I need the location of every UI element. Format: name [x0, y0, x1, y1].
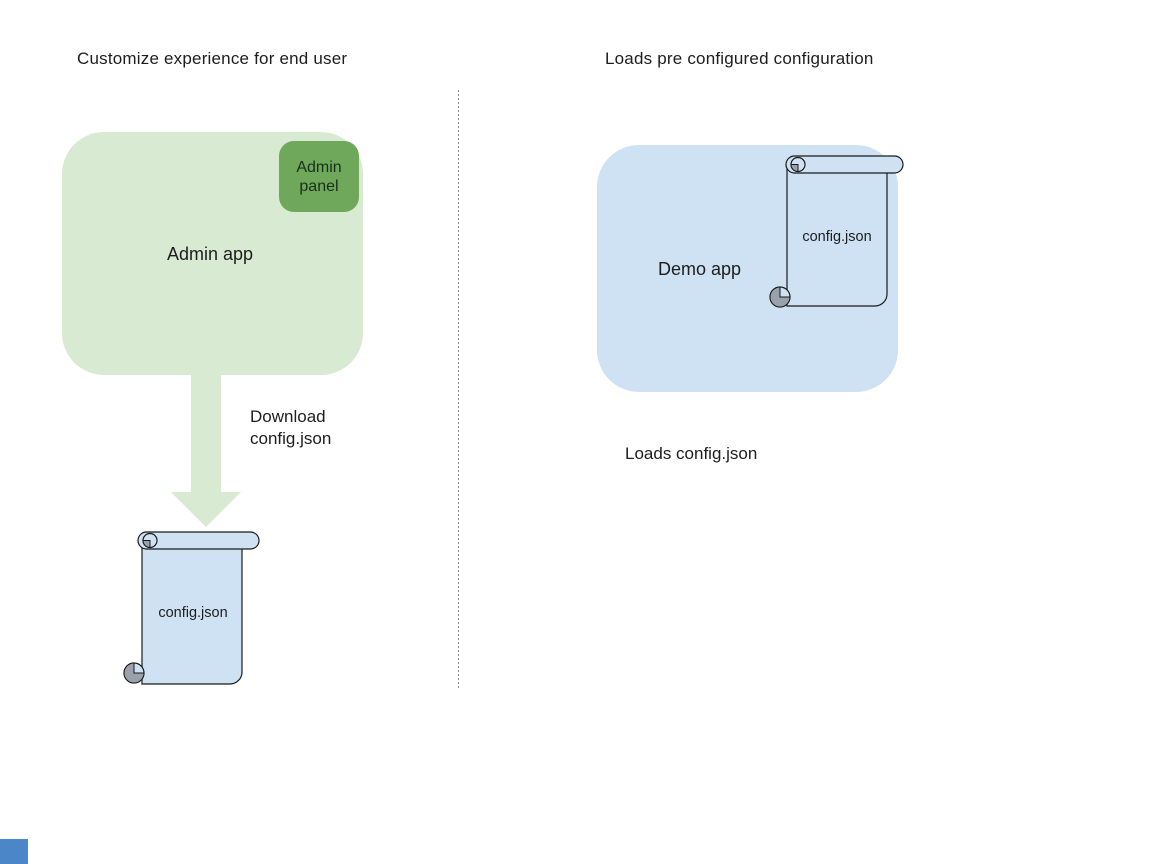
admin-panel-label: Admin panel [296, 158, 342, 195]
config-scroll-right-icon [769, 155, 904, 308]
corner-accent-square [0, 839, 28, 864]
scroll-top-curl-shade [790, 164, 799, 173]
config-scroll-right-label: config.json [802, 229, 872, 245]
arrow-shape [171, 373, 241, 527]
download-caption: Download config.json [250, 407, 332, 448]
loads-caption: Loads config.json [625, 444, 758, 463]
download-arrow-icon [171, 373, 241, 527]
scroll-tube [785, 155, 904, 174]
scroll-tube [137, 531, 260, 550]
scroll-top-curl-shade [142, 540, 151, 549]
config-scroll-left-label: config.json [158, 605, 228, 621]
scroll-body [786, 163, 888, 307]
scroll-bottom-curl-shade [769, 286, 791, 308]
section-divider [458, 90, 459, 688]
config-scroll-left-icon [123, 531, 260, 685]
scroll-body [141, 540, 243, 685]
left-section-title: Customize experience for end user [77, 49, 348, 68]
scroll-bottom-curl-shade [123, 662, 145, 684]
admin-app-label: Admin app [167, 244, 254, 264]
demo-app-label: Demo app [658, 259, 742, 279]
admin-panel-box: Admin panel [279, 141, 359, 212]
right-section-title: Loads pre configured configuration [605, 49, 874, 68]
